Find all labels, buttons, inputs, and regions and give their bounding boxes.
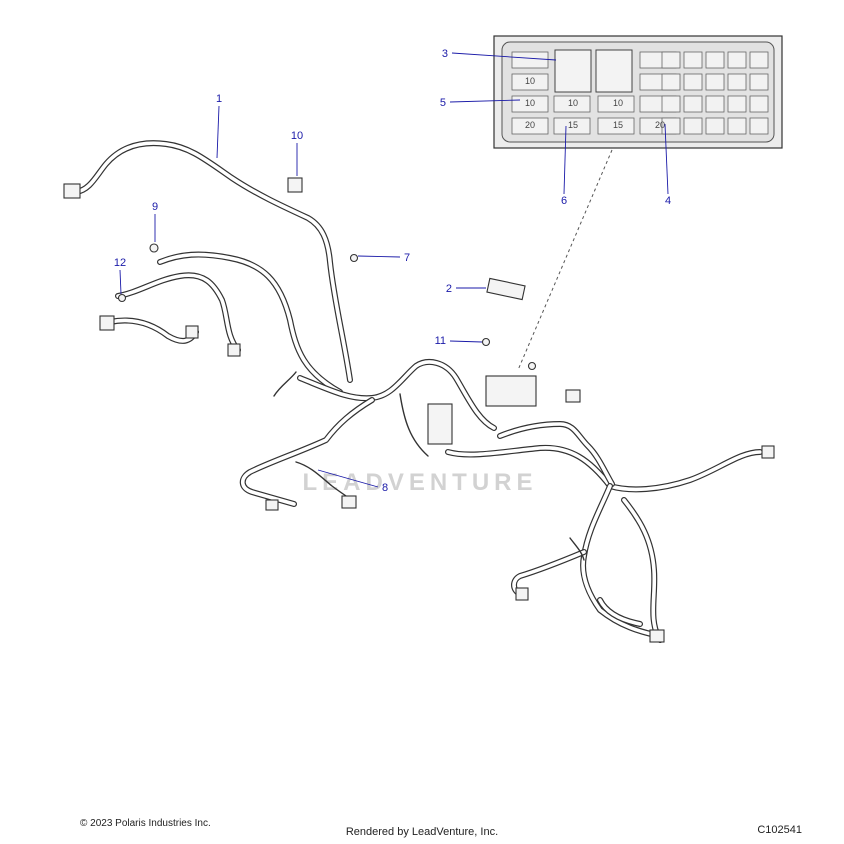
callout-2-number: 2 [446, 283, 452, 295]
fuse-cavity [597, 95, 635, 113]
fuse-label: 15 [568, 120, 578, 130]
fuse-cavity [511, 73, 549, 91]
bolt [527, 361, 537, 371]
fuse-box-detail: 10 10 10 10 20 15 15 20 [493, 35, 783, 149]
connector [761, 445, 775, 459]
connector [265, 499, 279, 511]
fuse-cavity [597, 117, 635, 135]
label-part [486, 277, 526, 301]
copyright-text: © 2023 Polaris Industries Inc. [80, 818, 211, 829]
connector [565, 389, 581, 403]
callout-1-leader [216, 105, 220, 159]
connector [649, 629, 665, 643]
fuse-cavity [511, 95, 549, 113]
rendered-by-text: Rendered by LeadVenture, Inc. [345, 826, 499, 838]
callout-12-number: 12 [114, 257, 126, 269]
fuse-cavity [705, 117, 725, 135]
fuse-label: 20 [525, 120, 535, 130]
diagram-id: C102541 [757, 824, 802, 836]
connector [63, 183, 81, 199]
callout-1-number: 1 [216, 93, 222, 105]
connector [287, 177, 303, 193]
callout-8-number: 8 [382, 482, 388, 494]
fuse-label: 10 [613, 98, 623, 108]
fuse-cavity [705, 73, 725, 91]
detail-projection-line [517, 149, 613, 371]
fuse-cavity [553, 117, 591, 135]
fuse-cavity [749, 51, 769, 69]
callout-5-number: 5 [440, 97, 446, 109]
fuse-label: 10 [525, 76, 535, 86]
fuse-cavity [727, 51, 747, 69]
relay-left [554, 49, 592, 93]
bolt [481, 337, 491, 347]
fuse-cavity [661, 51, 681, 69]
fuse-cavity [683, 117, 703, 135]
callout-4-number: 4 [665, 195, 671, 207]
fuse-label: 10 [568, 98, 578, 108]
callout-11-number: 11 [435, 335, 446, 347]
fuse-cavity [661, 95, 681, 113]
connector [99, 315, 115, 331]
connector [227, 343, 241, 357]
callout-3-leader [451, 52, 557, 61]
fuse-cavity [511, 117, 549, 135]
fuse-cavity [705, 95, 725, 113]
callout-4-leader [664, 123, 669, 195]
fuse-cavity [683, 73, 703, 91]
connector [515, 587, 529, 601]
fuse-label: 15 [613, 120, 623, 130]
relay-right [595, 49, 633, 93]
fuse-cavity-grid [511, 51, 769, 135]
callout-8-leader [317, 469, 379, 488]
nut [149, 243, 159, 253]
main-harness [63, 140, 775, 643]
fuse-cavity [661, 73, 681, 91]
fuse-label: 20 [655, 120, 665, 130]
ecu-connector [427, 403, 453, 445]
fastener [117, 293, 127, 303]
callout-6-number: 6 [561, 195, 567, 207]
fuse-cavity [749, 95, 769, 113]
connector [341, 495, 357, 509]
fuse-label: 10 [525, 98, 535, 108]
fuse-cavity [683, 95, 703, 113]
fuse-cavity [661, 117, 681, 135]
fuse-cavity [749, 73, 769, 91]
fuse-cavity [727, 95, 747, 113]
callout-3-number: 3 [442, 48, 448, 60]
callout-12-leader [119, 269, 122, 295]
fuse-cavity [683, 51, 703, 69]
watermark: LEADVENTURE [302, 469, 537, 496]
fuse-cavity [727, 117, 747, 135]
fuse-cavity [553, 95, 591, 113]
callout-6-leader [563, 125, 567, 195]
callout-7-leader [357, 255, 401, 258]
callout-10-number: 10 [291, 130, 303, 142]
connector [185, 325, 199, 339]
fuse-cavity [705, 51, 725, 69]
callouts: 1 2 3 4 5 6 7 8 9 10 11 12 [114, 48, 671, 494]
fastener [349, 253, 359, 263]
fuse-cavity [511, 51, 549, 69]
fuse-cavity [727, 73, 747, 91]
fuse-box [485, 375, 537, 407]
callout-5-leader [449, 99, 521, 103]
callout-7-number: 7 [404, 252, 410, 264]
fuse-cavity [749, 117, 769, 135]
callout-9-number: 9 [152, 201, 158, 213]
callout-11-leader [449, 340, 483, 343]
